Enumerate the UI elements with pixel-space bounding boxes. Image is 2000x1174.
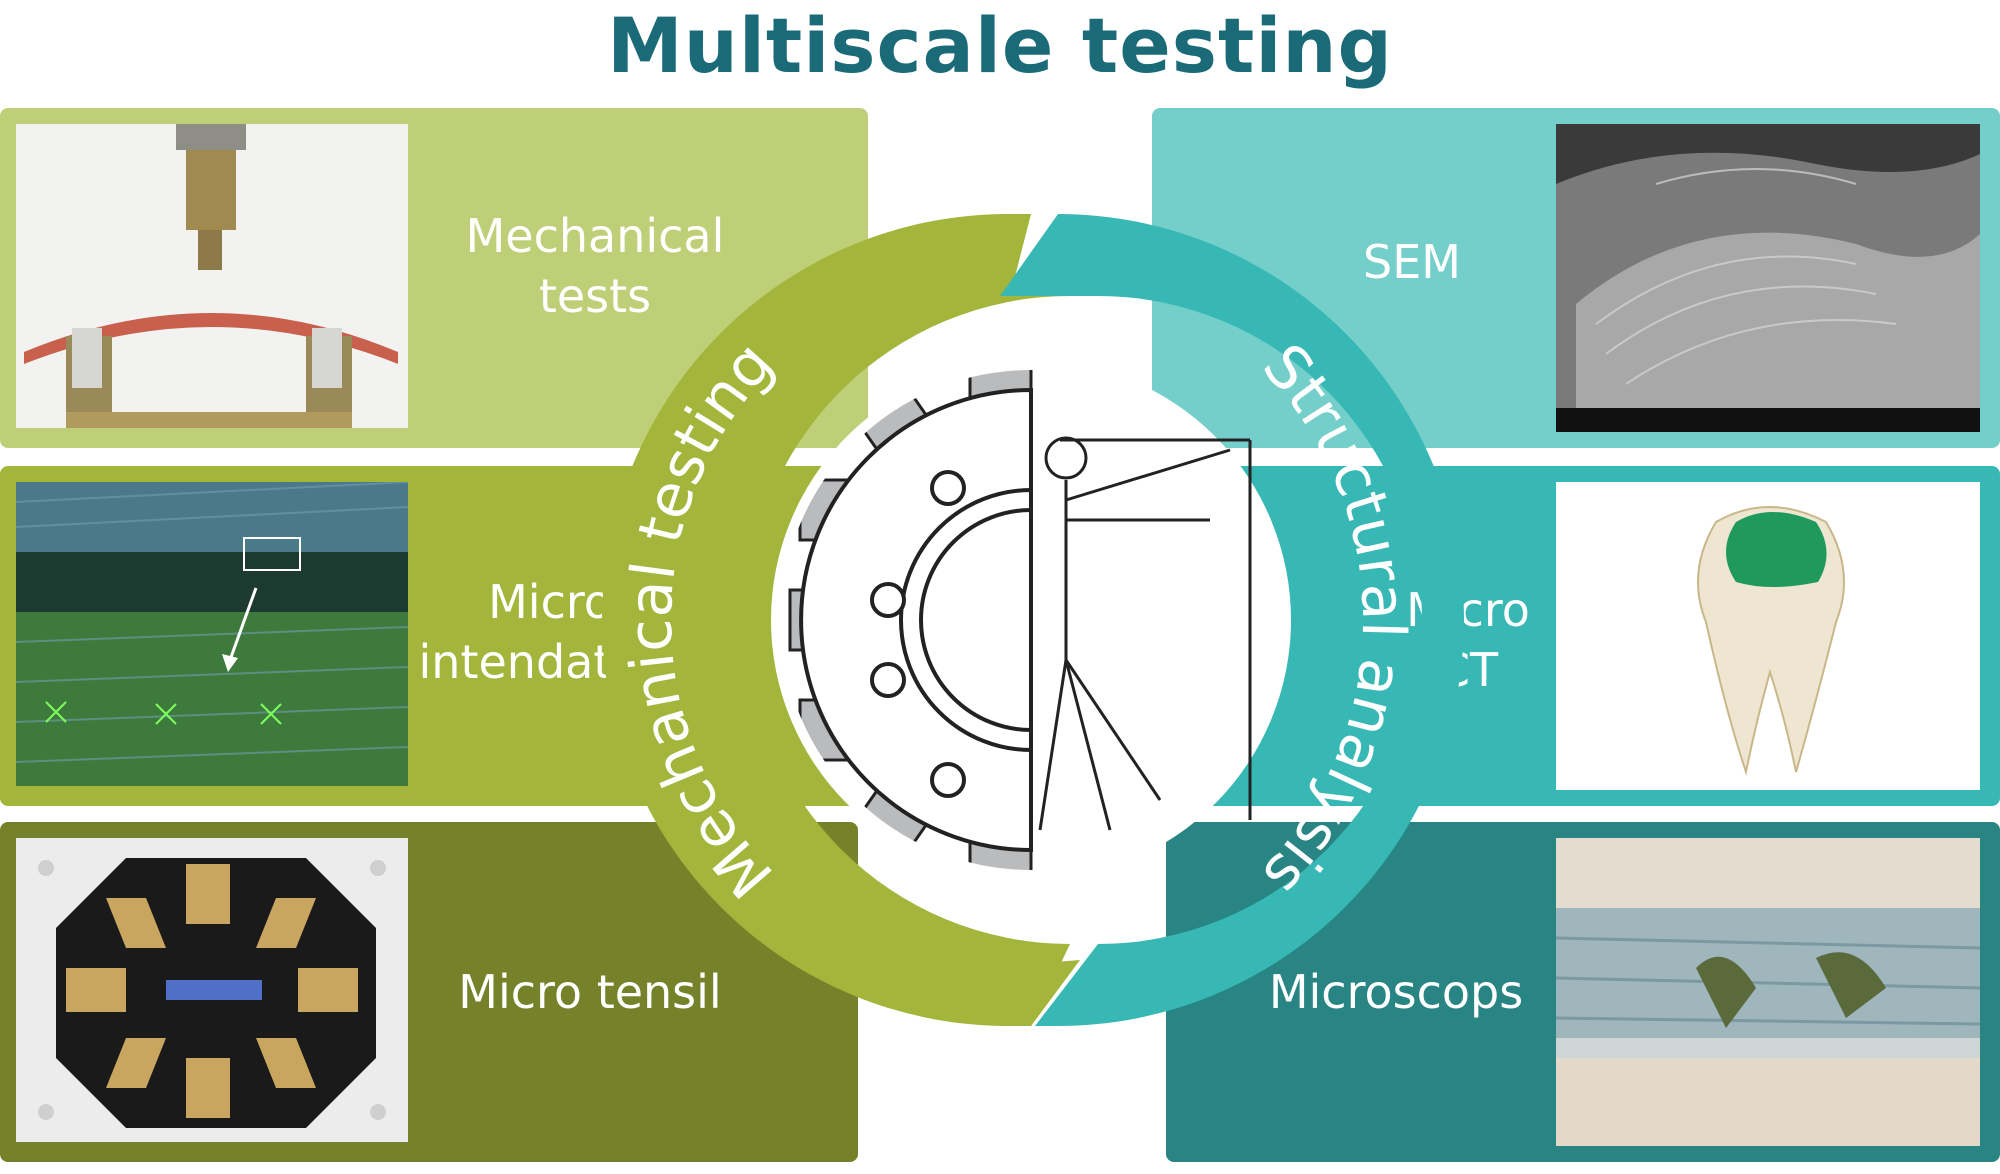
micro-tensile-label: Micro tensil [420,962,760,1022]
micro-indentation-line1: Micro [488,575,612,629]
micro-tensile-photo [16,838,408,1142]
panel-micro-indentation: Micro intendation [0,466,868,806]
vitruvian-figure-icon [1038,436,1252,831]
mechanical-test-photo [16,124,408,428]
mechanical-tests-line2: tests [538,269,652,323]
page-title: Multiscale testing [607,1,1393,90]
micro-tensile-line1: Micro tensil [458,965,722,1019]
mechanical-tests-line1: Mechanical [465,209,725,263]
panel-mechanical-tests: Mechanical tests [0,108,868,448]
microscopes-label: Microscops [1246,962,1546,1022]
sem-line1: SEM [1363,235,1461,289]
mechanical-tests-label: Mechanical tests [430,206,760,326]
gear-icon [781,370,1033,870]
microscopes-line1: Microscops [1268,965,1524,1019]
micro-ct-photo [1556,482,1980,790]
micro-indentation-photo [16,482,408,786]
microscopes-photo [1556,838,1980,1146]
panel-micro-ct: Micro CT [1152,466,2000,806]
structural-ring [1000,214,1464,1026]
sem-photo [1556,124,1980,432]
sem-label: SEM [1302,232,1522,292]
panel-sem: SEM [1152,108,2000,448]
